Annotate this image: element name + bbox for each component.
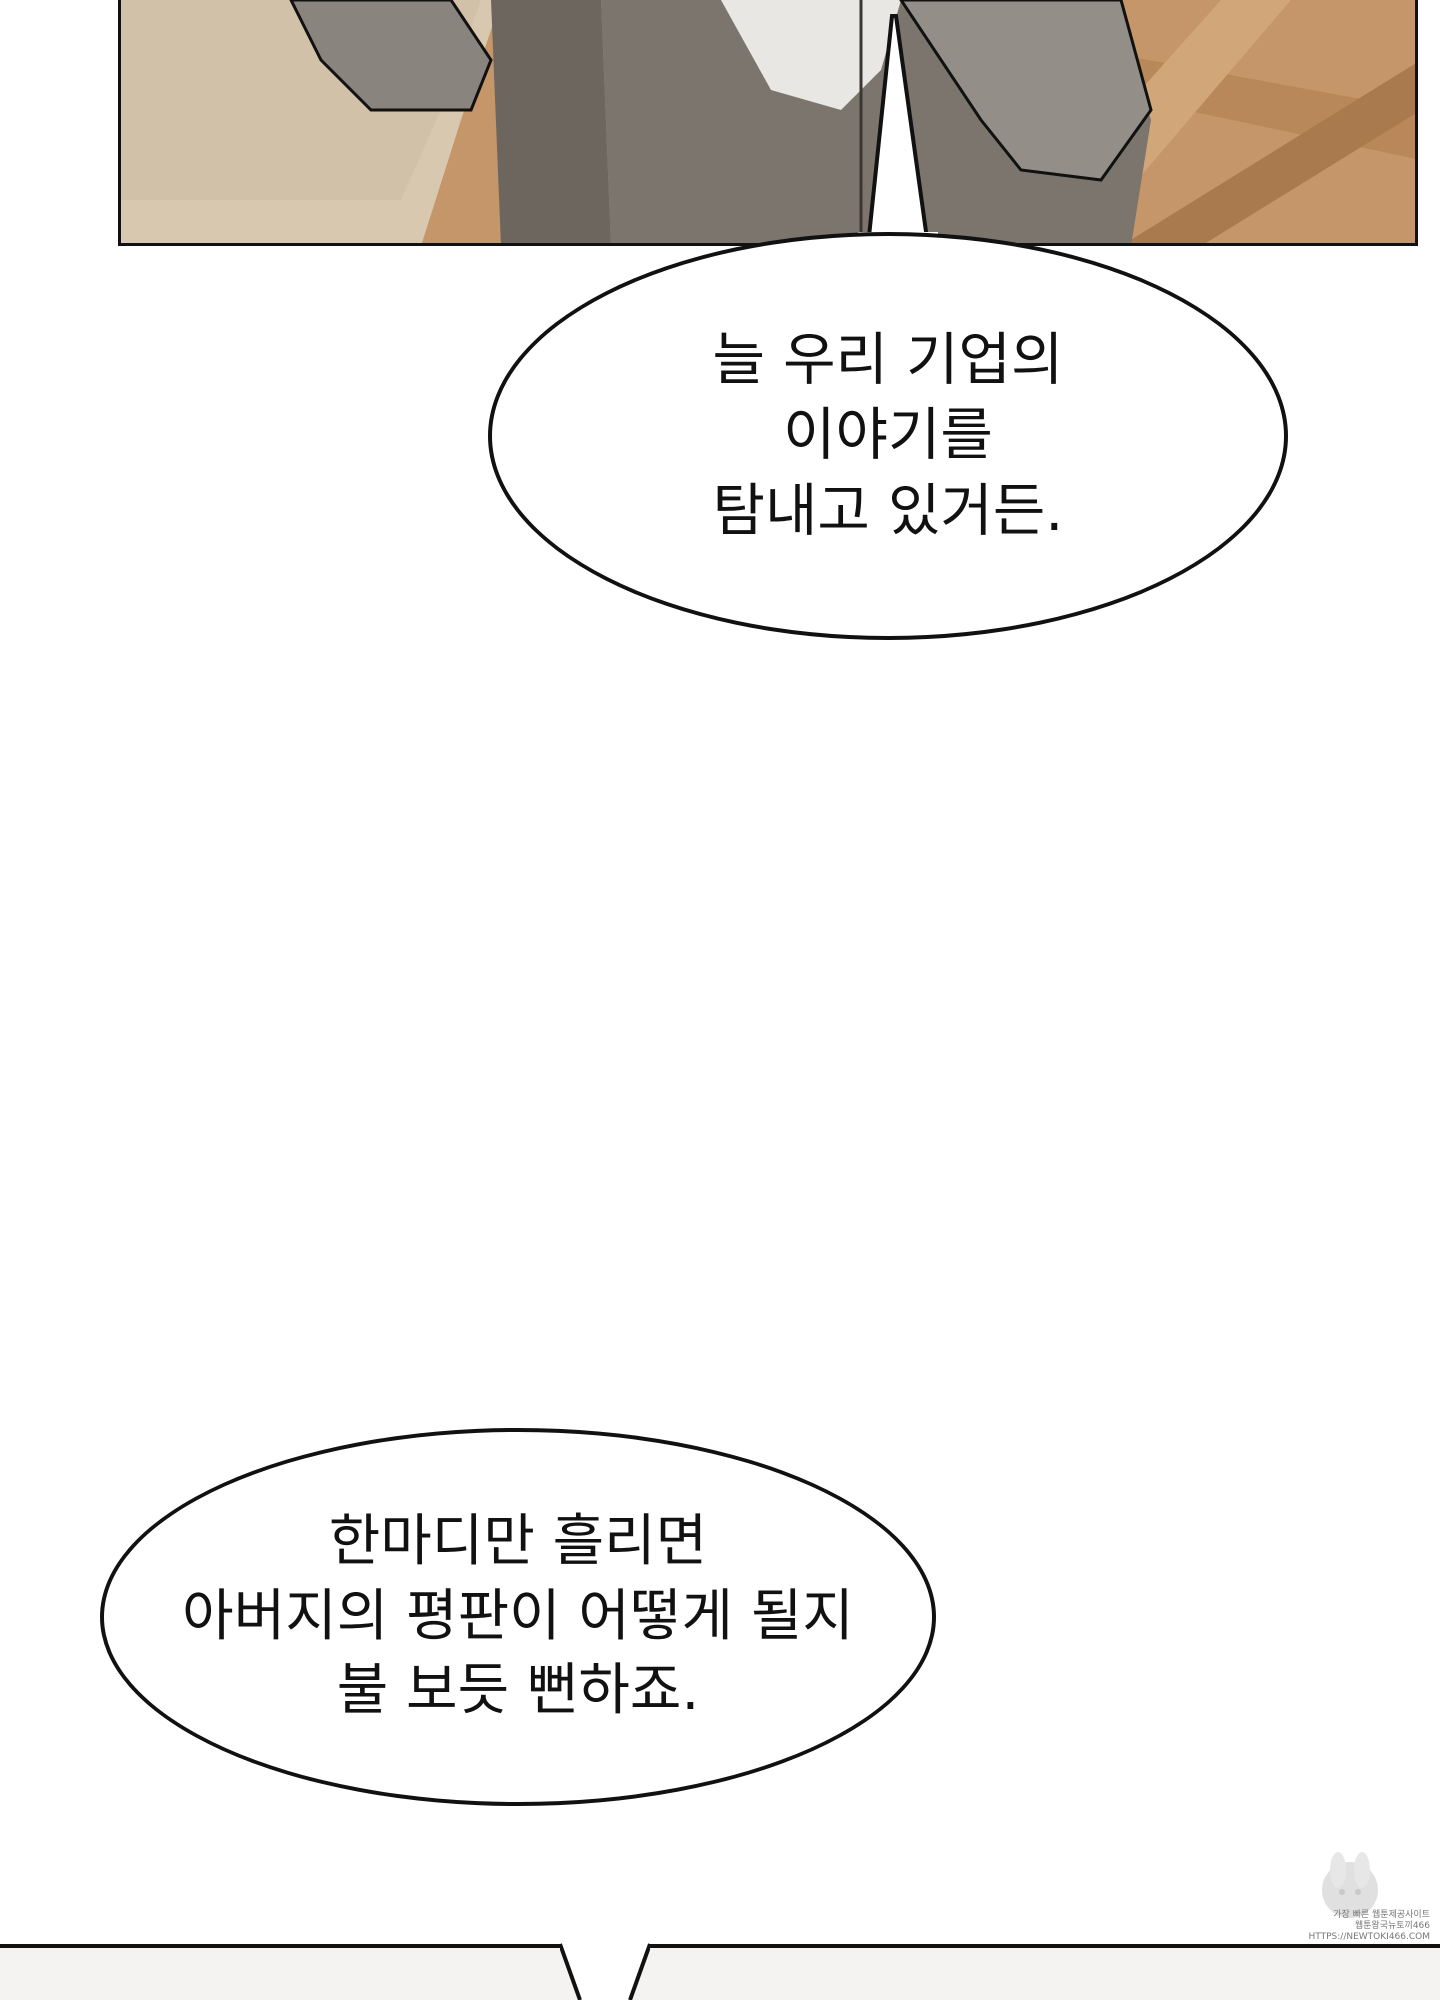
bubble-tail: [858, 14, 938, 246]
dialogue-text: 늘 우리 기업의 이야기를 탐내고 있거든.: [712, 327, 1064, 544]
shirt-collar: [721, 0, 901, 110]
wood-plank: [1125, 63, 1415, 243]
watermark-line: 가장 빠른 웹툰제공사이트: [1333, 1910, 1430, 1920]
suit-left: [491, 0, 611, 243]
watermark-line: HTTPS://NEWTOKI466.COM: [1308, 1931, 1430, 1942]
watermark: 가장 빠른 웹툰제공사이트 웹툰왕국뉴토끼466 HTTPS://NEWTOKI…: [1290, 1910, 1430, 1942]
speech-bubble: 한마디만 흘리면 아버지의 평판이 어떻게 될지 불 보듯 뻔하죠.: [100, 1428, 936, 1806]
top-comic-panel: [118, 0, 1418, 246]
bubble-tail: [560, 1943, 650, 2000]
watermark-logo-icon: [1322, 1852, 1378, 1918]
dialogue-text: 한마디만 흘리면 아버지의 평판이 어떻게 될지 불 보듯 뻔하죠.: [182, 1509, 854, 1724]
sleeve: [289, 0, 493, 112]
arm: [899, 0, 1153, 182]
watermark-line: 웹툰왕국뉴토끼466: [1354, 1920, 1430, 1931]
bottom-comic-panel: [0, 1944, 1440, 2000]
speech-bubble: 늘 우리 기업의 이야기를 탐내고 있거든.: [488, 232, 1288, 640]
panel-illustration: [121, 0, 1415, 243]
